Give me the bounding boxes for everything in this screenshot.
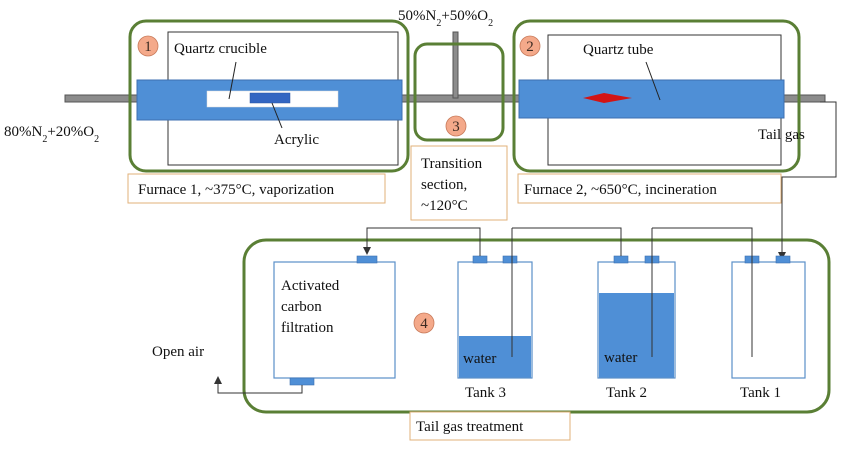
tank-2-to-tank-3-line (512, 227, 622, 256)
exhaust-line (217, 381, 303, 394)
tank-3-port-right (502, 255, 518, 264)
tank-1-port-right (775, 255, 791, 264)
furnace-2-caption: Furnace 2, ~650°C, incineration (524, 182, 717, 198)
badge-2-number: 2 (526, 39, 534, 55)
acrylic-label: Acrylic (274, 132, 319, 148)
tank-1-name: Tank 1 (740, 385, 781, 401)
filter-outlet-port (289, 377, 315, 386)
furnace-1-quartz-tube (136, 79, 403, 121)
tail-gas-line (781, 101, 837, 258)
section-1-border (128, 19, 410, 173)
gas-pipe (64, 94, 826, 103)
badge-4 (413, 312, 435, 334)
tank-3-name: Tank 3 (465, 385, 506, 401)
tank-2-port-left (613, 255, 629, 264)
filter-inlet-port (356, 255, 378, 264)
tank-3-liquid-label: water (463, 351, 496, 367)
badge-2 (519, 35, 541, 57)
tail-gas-treatment-caption-box (409, 411, 571, 441)
inlet-gas-label: 80%N2+20%O2 (4, 124, 99, 145)
tank-3 (457, 261, 533, 379)
badge-3 (445, 115, 467, 137)
transition-caption-line-2: section, (421, 177, 467, 193)
quartz-tube-pointer (645, 61, 661, 101)
tail-gas-label: Tail gas (758, 127, 805, 143)
furnace-2-caption-box (517, 173, 782, 204)
section-2-border (512, 19, 801, 173)
tank-2-liquid-label: water (604, 350, 637, 366)
tank-1-to-tank-2-line (652, 227, 753, 262)
furnace-1-caption-box (127, 173, 386, 204)
transition-caption-box (410, 145, 508, 221)
tank-3-port-left (472, 255, 488, 264)
tank-2-name: Tank 2 (606, 385, 647, 401)
quartz-tube-label: Quartz tube (583, 42, 654, 58)
crucible-pointer (228, 61, 237, 100)
oxygen-feed-pipe (452, 31, 459, 99)
tank-2-water (599, 293, 674, 378)
tank-2 (597, 261, 676, 379)
tank-1 (731, 261, 806, 379)
section-3-border (413, 42, 505, 142)
tank-3-to-filter-line (366, 227, 481, 256)
exhaust-arrowhead (214, 376, 222, 384)
badge-1 (137, 35, 159, 57)
badge-3-number: 3 (452, 119, 460, 135)
filter-label-line-1: Activated (281, 278, 340, 294)
transition-caption-line-1: Transition (421, 156, 483, 172)
transition-caption-line-3: ~120°C (421, 198, 468, 214)
filter-inlet-arrowhead (363, 247, 371, 255)
badge-4-number: 4 (420, 316, 428, 332)
acrylic-pointer (271, 102, 283, 129)
furnace-1-caption: Furnace 1, ~375°C, vaporization (138, 182, 335, 198)
acrylic-sample (249, 92, 291, 104)
furnace-2-quartz-tube (518, 79, 785, 119)
filter-label-line-3: filtration (281, 320, 334, 336)
oxygen-feed-label: 50%N2+50%O2 (398, 8, 493, 29)
open-air-label: Open air (152, 344, 204, 360)
filter-label-line-2: carbon (281, 299, 322, 315)
badge-1-number: 1 (144, 39, 152, 55)
quartz-crucible-label: Quartz crucible (174, 41, 267, 57)
tank-3-water (459, 336, 531, 378)
flame-icon (583, 93, 632, 103)
tail-gas-treatment-caption: Tail gas treatment (416, 419, 524, 435)
filter-housing (273, 261, 396, 379)
